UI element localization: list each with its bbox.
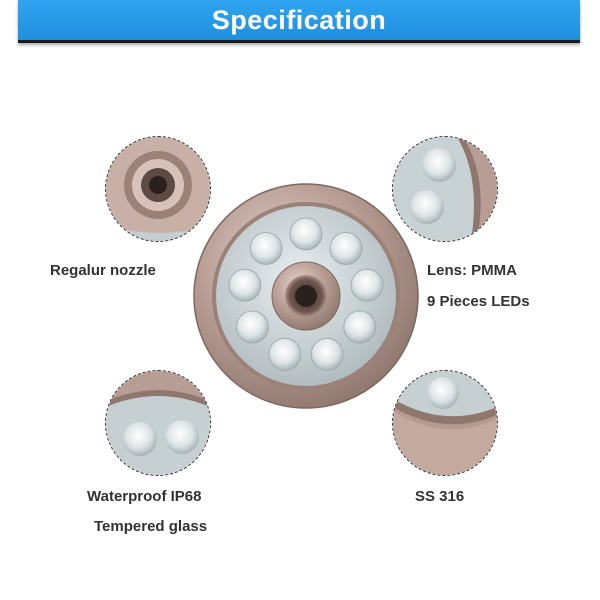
led-9 (249, 232, 283, 265)
callout-nozzle (105, 136, 211, 242)
led-1 (289, 217, 323, 251)
label-lens: Lens: PMMA (427, 262, 517, 279)
label-waterproof: Waterproof IP68 (87, 488, 202, 505)
product-light-svg (193, 183, 419, 409)
led-5 (310, 337, 344, 371)
led-4 (343, 310, 377, 344)
label-nozzle: Regalur nozzle (50, 262, 156, 279)
callout-steel (392, 370, 498, 476)
callout-glass (105, 370, 211, 476)
led-7 (235, 310, 269, 344)
label-leds: 9 Pieces LEDs (427, 293, 530, 310)
header-banner: Specification (18, 0, 580, 43)
led-6 (268, 337, 302, 371)
led-2 (329, 232, 363, 265)
page-title: Specification (211, 4, 387, 35)
led-3 (350, 268, 384, 302)
callout-lens (392, 136, 498, 242)
label-steel: SS 316 (415, 488, 465, 505)
led-8 (228, 268, 262, 302)
label-glass: Tempered glass (94, 518, 208, 535)
product-image (190, 180, 422, 412)
